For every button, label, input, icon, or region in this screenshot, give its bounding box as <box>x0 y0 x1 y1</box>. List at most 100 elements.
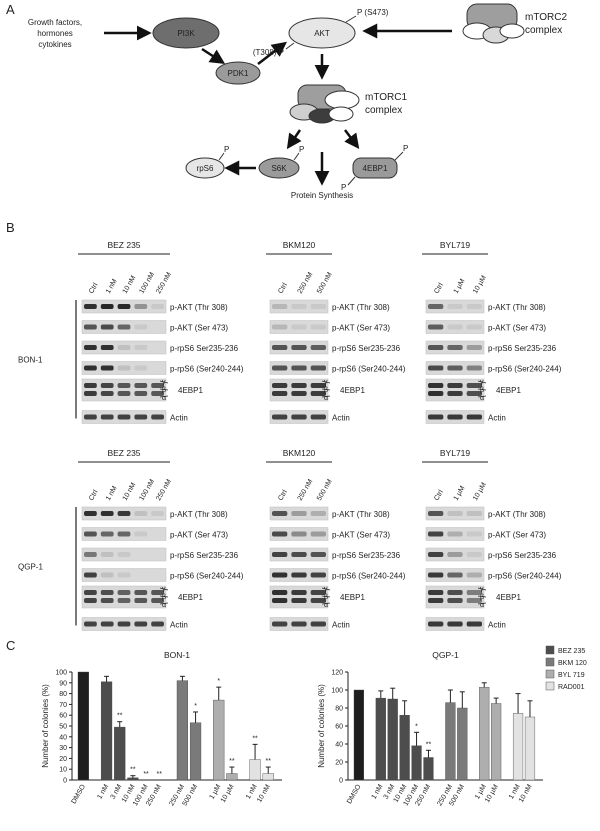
blot-band <box>291 590 307 595</box>
blot-band <box>117 572 131 578</box>
rps6-phospho: P <box>224 145 229 154</box>
blot-band <box>466 365 482 371</box>
lane-label: Ctrl <box>88 282 100 295</box>
s6k-label: S6K <box>271 164 287 173</box>
blot-band <box>117 365 131 371</box>
pdk1-node <box>215 61 261 85</box>
blot-row-label: p-rpS6 Ser235-236 <box>488 344 557 353</box>
blot-band <box>151 621 164 627</box>
4ebp1-phospho-2: P <box>341 183 346 192</box>
blot-band <box>447 304 463 309</box>
isoform-alpha: α <box>480 602 484 609</box>
lane-label: 250 nM <box>155 271 173 295</box>
chart-bar <box>189 722 202 781</box>
blot-band <box>84 598 97 603</box>
lane-label: 250 nM <box>297 478 315 502</box>
lane-label: Ctrl <box>433 489 445 502</box>
blot-row-label: 4EBP1 <box>340 386 365 395</box>
legend-swatch <box>545 645 555 655</box>
blot-band <box>428 621 444 627</box>
blot-band <box>84 324 97 330</box>
lane-label: 1 nM <box>105 278 119 295</box>
blot-band <box>100 552 114 557</box>
x-tick-label: 10 µM <box>220 783 236 804</box>
blot-band <box>134 598 148 603</box>
blot-band <box>100 598 114 603</box>
blot-row-label: 4EBP1 <box>496 593 521 602</box>
significance-star: * <box>217 678 220 685</box>
blot-band <box>466 511 482 516</box>
blot-band <box>84 531 97 537</box>
arrow-mtorc1-to-s6k <box>286 129 302 150</box>
blot-band <box>310 531 326 537</box>
blot-band <box>117 552 131 557</box>
mtorc2-label-1: mTORC2 <box>525 12 567 23</box>
blot-row-label: p-rpS6 Ser235-236 <box>332 551 401 560</box>
blot-band <box>134 345 148 350</box>
blot-band <box>447 552 463 557</box>
blot-band <box>428 391 444 396</box>
y-tick-label: 100 <box>331 688 343 695</box>
mtorc1-label-2: complex <box>365 105 402 116</box>
x-tick-label: DMSO <box>346 783 363 805</box>
blot-row-label: p-AKT (Ser 473) <box>488 324 546 333</box>
mtorc2-complex <box>462 3 525 44</box>
s6k-node <box>258 157 300 179</box>
chart-bar <box>375 697 386 781</box>
significance-star: ** <box>117 713 123 720</box>
blot-band <box>117 414 131 420</box>
lane-label: 10 nM <box>122 482 138 502</box>
blot-band <box>272 365 288 371</box>
blot-band <box>134 304 148 309</box>
isoform-gamma: γ <box>480 379 484 386</box>
drug-header: BEZ 235 <box>107 448 140 458</box>
chart-bar <box>399 715 410 781</box>
blot-band <box>272 304 288 309</box>
panel-letter-a: A <box>6 2 15 17</box>
blot-band <box>117 304 131 309</box>
chart-bar <box>226 773 238 781</box>
blot-band <box>134 531 148 537</box>
blot-band <box>310 414 326 420</box>
blot-band <box>272 552 288 557</box>
blot-band <box>291 414 307 420</box>
drug-header: BEZ 235 <box>107 240 140 250</box>
blot-band <box>100 414 114 420</box>
blot-band <box>151 304 164 309</box>
blot-band <box>428 531 444 537</box>
blot-band <box>466 304 482 309</box>
blot-row-label: p-rpS6 Ser235-236 <box>488 551 557 560</box>
blot-strip <box>425 585 485 609</box>
blot-band <box>100 304 114 309</box>
blot-band <box>447 511 463 516</box>
drug-header: BYL719 <box>440 240 471 250</box>
blot-band <box>466 531 482 537</box>
chart-bar <box>176 680 188 781</box>
blot-band <box>272 572 288 578</box>
pdk1-label: PDK1 <box>228 69 249 78</box>
y-tick-label: 0 <box>63 778 67 785</box>
blot-band <box>151 590 164 595</box>
blot-row-label: Actin <box>332 621 350 630</box>
blot-row-label: p-rpS6 Ser235-236 <box>170 344 239 353</box>
blot-band <box>134 621 148 627</box>
blot-band <box>310 383 326 388</box>
lane-label: Ctrl <box>88 489 100 502</box>
blot-band <box>466 345 482 350</box>
isoform-gamma: γ <box>324 586 328 593</box>
blot-row-label: p-AKT (Ser 473) <box>332 324 390 333</box>
chart-bar <box>387 698 398 781</box>
blot-band <box>84 414 97 420</box>
blot-band <box>291 324 307 330</box>
y-axis-label: Number of colonies (%) <box>41 684 50 768</box>
chart-bar <box>262 773 274 781</box>
blot-row-label: p-AKT (Thr 308) <box>170 303 228 312</box>
blot-band <box>291 391 307 396</box>
isoform-gamma: γ <box>480 586 484 593</box>
blot-band <box>310 572 326 578</box>
blot-band <box>100 531 114 537</box>
blot-band <box>134 590 148 595</box>
blot-row-label: p-AKT (Thr 308) <box>332 303 390 312</box>
blot-band <box>272 531 288 537</box>
